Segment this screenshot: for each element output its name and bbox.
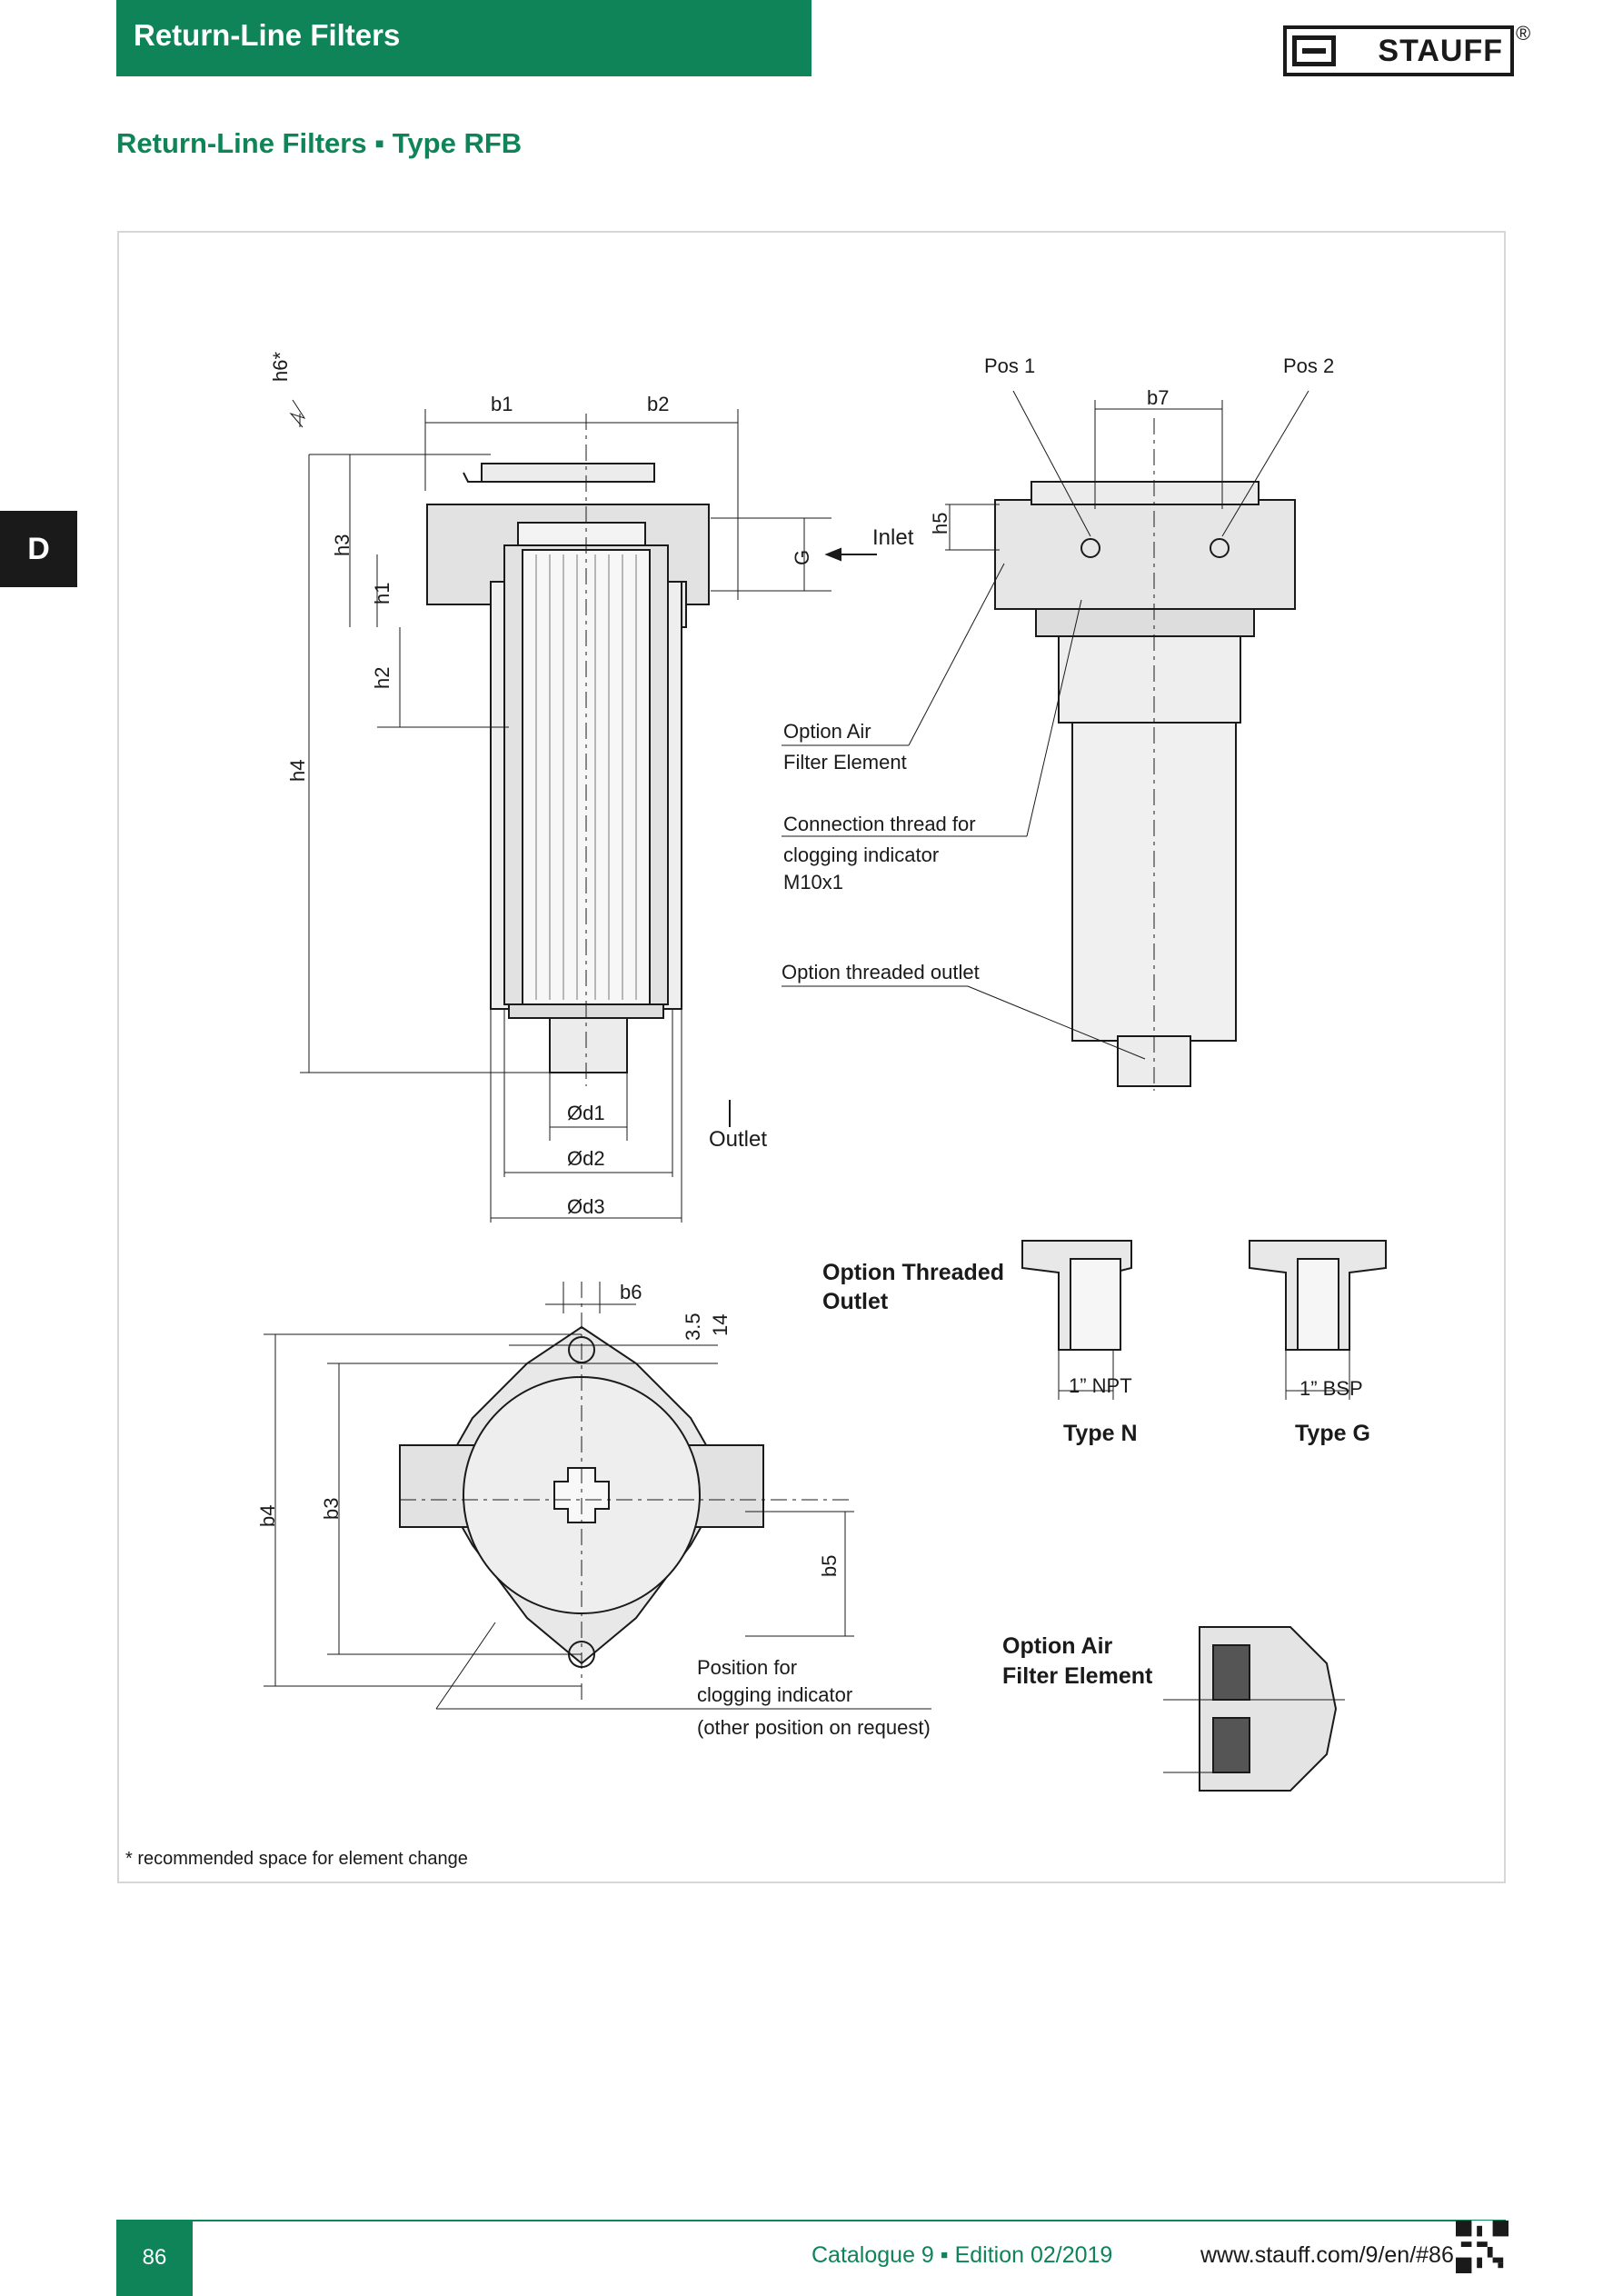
connection-label-3: M10x1 (783, 871, 844, 893)
page-subtitle: Return-Line Filters ▪ Type RFB (116, 127, 523, 159)
dim-b7: b7 (1147, 386, 1170, 409)
type-n-label: Type N (1063, 1421, 1138, 1446)
registered-mark: ® (1516, 22, 1531, 45)
logo-mark-icon (1292, 35, 1336, 66)
dim-h2: h2 (371, 666, 393, 689)
connection-label-2: clogging indicator (783, 844, 940, 866)
stauff-logo: STAUFF (1283, 25, 1514, 76)
dim-d2: Ød2 (567, 1147, 605, 1170)
header-bar (116, 0, 812, 76)
air-filter-label-2: Filter Element (783, 751, 907, 774)
dim-b3: b3 (320, 1497, 343, 1520)
type-g-label: Type G (1295, 1421, 1370, 1446)
dim-b4: b4 (256, 1504, 279, 1527)
dim-14: 14 (709, 1313, 732, 1336)
dim-h6: h6* (269, 351, 292, 382)
page-number: 86 (116, 2220, 193, 2296)
outlet-label: Outlet (709, 1127, 768, 1152)
option-threaded-title-1: Option Threaded (822, 1260, 1004, 1285)
option-threaded-title-2: Outlet (822, 1289, 889, 1314)
footer-divider (193, 2220, 1506, 2221)
logo-text: STAUFF (1378, 33, 1503, 68)
inlet-label: Inlet (872, 525, 914, 550)
dim-3-5: 3.5 (682, 1313, 704, 1341)
bsp-label: 1” BSP (1299, 1377, 1363, 1400)
qr-code-icon[interactable] (1456, 2221, 1508, 2273)
dim-b2: b2 (647, 393, 670, 415)
footnote: * recommended space for element change (125, 1849, 468, 1869)
dim-d1: Ød1 (567, 1102, 605, 1124)
drawing-frame (117, 231, 1506, 1883)
npt-label: 1” NPT (1069, 1374, 1132, 1397)
air-filter-label-1: Option Air (783, 720, 871, 743)
position-for-label-3: (other position on request) (697, 1716, 931, 1739)
dim-b6: b6 (620, 1281, 642, 1303)
dim-g: G (791, 549, 813, 565)
dim-h4: h4 (286, 759, 309, 782)
pos2-label: Pos 2 (1283, 354, 1335, 377)
connection-label-1: Connection thread for (783, 813, 976, 835)
dim-h5: h5 (929, 512, 951, 534)
dim-b1: b1 (491, 393, 513, 415)
position-for-label-2: clogging indicator (697, 1683, 853, 1706)
header-title: Return-Line Filters (134, 18, 401, 52)
position-for-label-1: Position for (697, 1656, 798, 1679)
catalogue-edition: Catalogue 9 ▪ Edition 02/2019 (812, 2242, 1113, 2268)
dim-d3: Ød3 (567, 1195, 605, 1218)
dim-h1: h1 (371, 582, 393, 604)
threaded-outlet-label: Option threaded outlet (782, 961, 980, 983)
pos1-label: Pos 1 (984, 354, 1036, 377)
dim-b5: b5 (818, 1554, 841, 1577)
dim-h3: h3 (331, 534, 353, 556)
section-tab[interactable]: D (0, 511, 77, 587)
option-air-title-1: Option Air (1002, 1633, 1113, 1659)
option-air-title-2: Filter Element (1002, 1663, 1153, 1689)
footer-url[interactable]: www.stauff.com/9/en/#86 (1200, 2242, 1454, 2268)
